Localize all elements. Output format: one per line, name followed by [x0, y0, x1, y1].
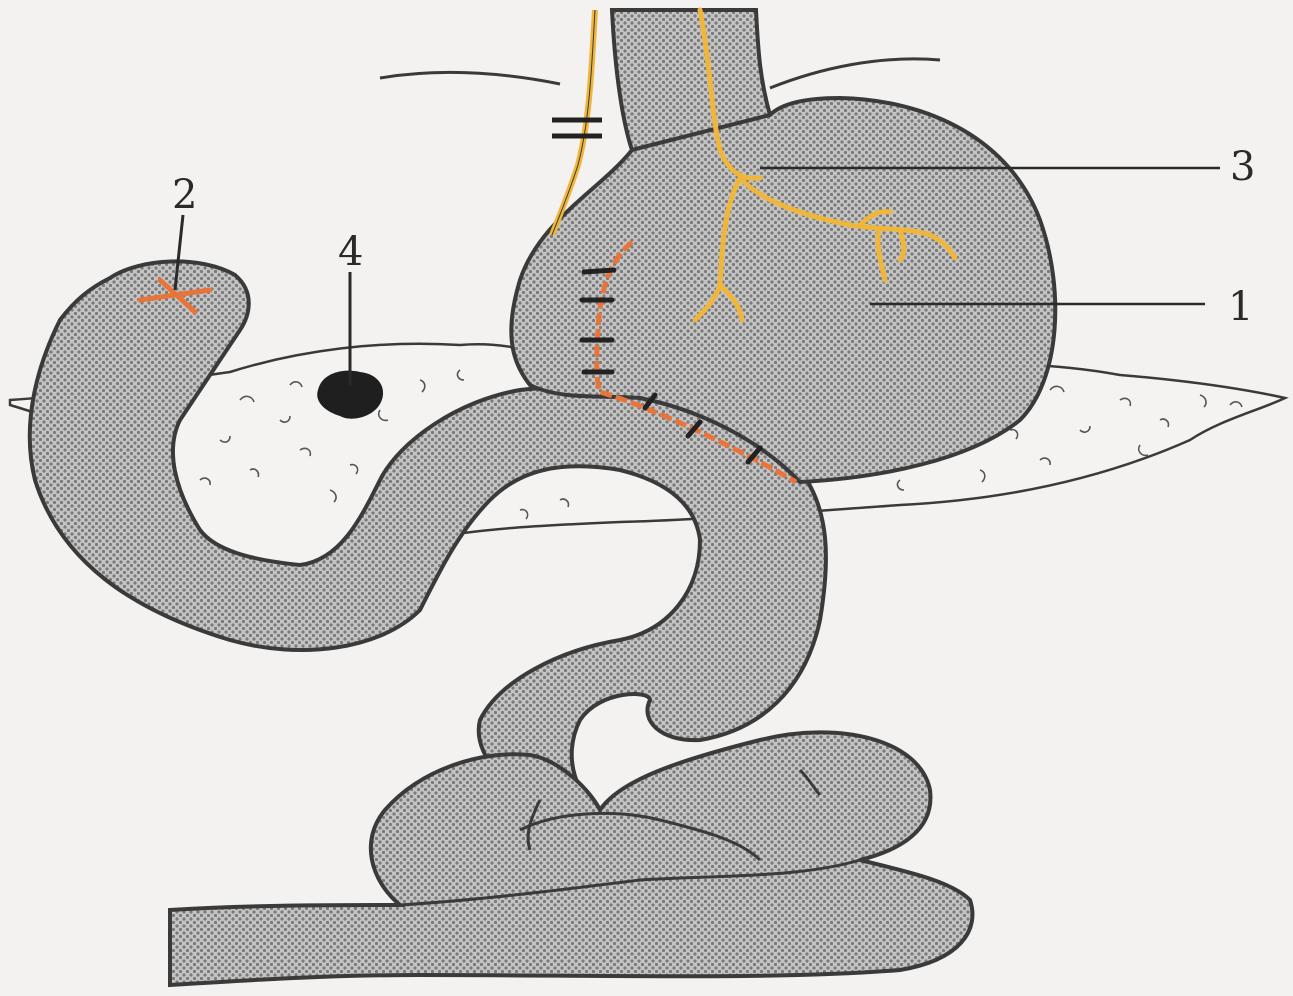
label-4: 4 [338, 229, 363, 275]
label-1: 1 [1228, 284, 1253, 330]
nerve-division-mark [552, 120, 602, 136]
diaphragm-line-right [770, 59, 940, 88]
diaphragm-line-left [380, 72, 560, 84]
label-3: 3 [1230, 144, 1255, 190]
label-2: 2 [172, 172, 197, 218]
